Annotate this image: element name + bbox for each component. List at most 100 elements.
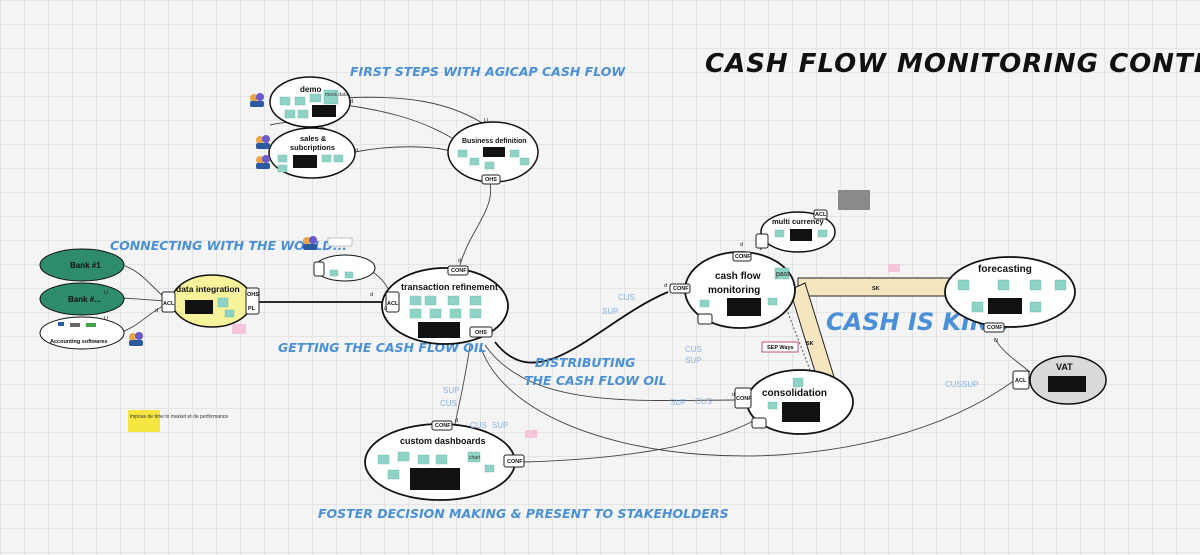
demo-mock-note: mock data <box>325 92 348 98</box>
yellow-note-text: impose de time to market et de performan… <box>130 414 228 420</box>
sales-title-2: subcriptions <box>290 143 335 152</box>
conf-tag-dashboards <box>431 420 453 431</box>
svg-text:U: U <box>994 338 998 344</box>
shared-kernel-ribbons <box>789 277 956 389</box>
context-sales[interactable]: sales & subcriptions <box>268 127 356 179</box>
ohs-tag-multi-currency <box>755 233 769 249</box>
svg-text:d: d <box>732 392 735 398</box>
bank-2-label: Bank #... <box>68 295 101 304</box>
svg-text:d: d <box>350 99 353 105</box>
sk-label-vertical: SK <box>806 341 814 347</box>
ohs-tag-transaction <box>469 326 493 338</box>
sk-label-horizontal: SK <box>872 286 880 292</box>
acl-tag-multi-currency <box>813 209 828 220</box>
demo-title: demo <box>300 85 321 94</box>
currency-image <box>838 190 870 210</box>
conf-tag-cashflow-top <box>732 251 752 262</box>
conf-tag-dashboards-text: CONF <box>435 423 451 429</box>
context-bank-2[interactable]: Bank #... <box>39 282 125 316</box>
acl-tag-vat-text: ACL <box>1015 378 1027 384</box>
svg-text:d: d <box>155 308 158 314</box>
context-data-integration[interactable]: data integration <box>171 274 253 328</box>
ohs-tag-imports <box>313 261 325 277</box>
acl-tag-data-integration-text: ACL <box>163 301 175 307</box>
acl-tag-vat <box>1012 370 1030 390</box>
acl-tag-transaction-text: ACL <box>387 301 399 307</box>
svg-text:SUP: SUP <box>492 421 508 430</box>
svg-text:SUP: SUP <box>685 356 701 365</box>
cash-flow-title-1: cash flow <box>715 271 761 282</box>
svg-text:d: d <box>455 418 458 424</box>
sales-title-1: sales & <box>300 134 327 143</box>
conf-tag-forecasting <box>983 322 1005 333</box>
data-integration-title: data integration <box>176 284 240 294</box>
svg-text:d: d <box>458 258 461 264</box>
multi-currency-title: multi currency <box>772 217 825 226</box>
svg-text:CUS: CUS <box>618 293 635 302</box>
ohs-tag-transaction-text: OHS <box>475 330 487 336</box>
cash-flow-title-2: monitoring <box>708 285 760 296</box>
section-distributing-1: DISTRIBUTING <box>535 355 635 370</box>
context-specific-imports[interactable] <box>314 254 376 282</box>
vat-title: VAT <box>1056 362 1073 372</box>
persona-icon-demo <box>250 93 264 107</box>
forecasting-title: forecasting <box>978 264 1032 275</box>
section-distributing-2: THE CASH FLOW OIL <box>524 373 667 388</box>
ohs-tag-business <box>481 174 501 185</box>
business-definition-title: Business definition <box>462 138 527 145</box>
svg-text:SUP: SUP <box>602 307 618 316</box>
cash-flow-past-note: past <box>776 271 789 278</box>
sep-ways-text: SEP Ways <box>767 345 794 351</box>
svg-text:U: U <box>104 290 108 296</box>
sep-ways-tag <box>761 341 799 353</box>
conf-tag-consolidation <box>734 387 752 409</box>
svg-text:CUS: CUS <box>695 397 712 406</box>
ohs-tag-consolidation <box>751 417 767 429</box>
conf-tag-transaction-text: CONF <box>451 268 467 274</box>
conf-tag-transaction <box>447 265 469 276</box>
ohs-tag-data-integration-text: OHS <box>247 292 259 298</box>
yellow-note <box>128 410 160 432</box>
bank-1-label: Bank #1 <box>70 261 101 270</box>
svg-text:U: U <box>484 118 488 124</box>
pink-note-dashboards <box>525 430 537 438</box>
conf-tag-cashflow-top-text: CONF <box>735 254 751 260</box>
context-cash-flow-monitoring[interactable]: cash flow monitoring past <box>684 251 796 329</box>
svg-text:d: d <box>384 306 387 312</box>
svg-text:d: d <box>740 242 743 248</box>
conf-tag-forecasting-text: CONF <box>987 325 1003 331</box>
context-transaction-refinement[interactable]: transaction refinement <box>381 267 509 345</box>
context-business-definition[interactable]: Business definition <box>447 121 539 183</box>
context-bank-1[interactable]: Bank #1 <box>39 248 125 282</box>
ohs-pl-tag-data-integration <box>245 287 260 315</box>
acl-tag-transaction <box>385 291 400 313</box>
svg-text:CUS: CUS <box>470 421 487 430</box>
context-consolidation[interactable]: consolidation <box>746 369 854 435</box>
conf-tag-consolidation-text: CONF <box>736 396 752 402</box>
svg-text:SUP: SUP <box>670 398 686 407</box>
acl-tag-multi-currency-text: ACL <box>815 212 827 218</box>
context-vat[interactable]: VAT <box>1029 355 1107 405</box>
pink-note-forecasting <box>888 264 900 272</box>
ohs-tag-business-text: OHS <box>485 177 497 183</box>
pink-note-integration <box>232 324 246 334</box>
context-forecasting[interactable]: forecasting <box>944 256 1076 328</box>
svg-text:CUS: CUS <box>440 399 457 408</box>
context-accounting[interactable]: Accounting softwares <box>39 316 125 350</box>
context-multi-currency[interactable]: multi currency <box>760 211 836 253</box>
svg-text:d: d <box>664 283 667 289</box>
accounting-label: Accounting softwares <box>50 339 107 345</box>
section-foster: FOSTER DECISION MAKING & PRESENT TO STAK… <box>318 506 729 521</box>
relationship-labels: U d d d d U U d d d d d d U CUS SUP CUS … <box>104 99 998 430</box>
svg-text:SUP: SUP <box>443 386 459 395</box>
consolidation-title: consolidation <box>762 388 827 399</box>
custom-dashboards-title: custom dashboards <box>400 436 486 446</box>
svg-text:U: U <box>104 316 108 322</box>
ohs-tag-cashflow <box>697 313 713 325</box>
svg-text:d: d <box>355 148 358 154</box>
svg-text:CUS: CUS <box>685 345 702 354</box>
context-demo[interactable]: demo mock data <box>269 76 351 128</box>
context-custom-dashboards[interactable]: custom dashboards chart <box>364 423 516 501</box>
dash-chart-note: chart <box>469 455 481 461</box>
